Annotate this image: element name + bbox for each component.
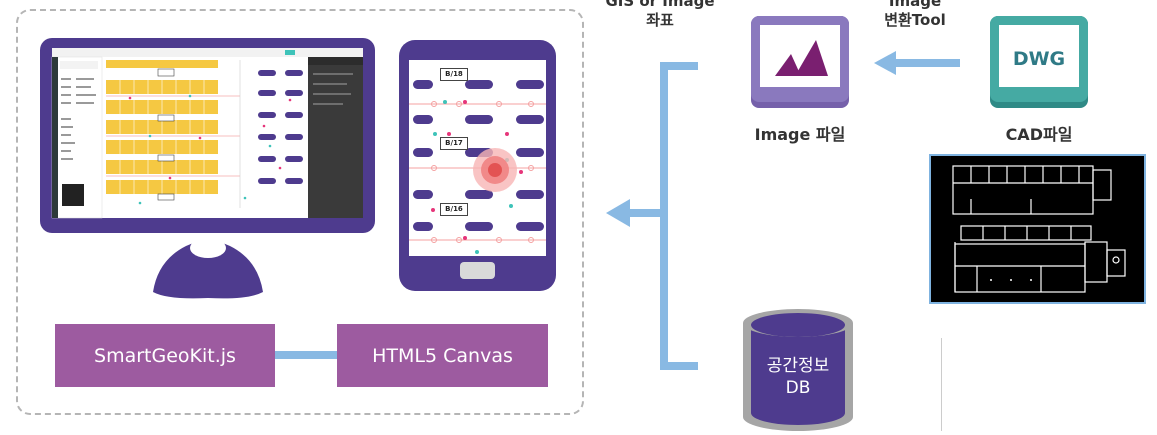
smartphone-icon: B/18 B/17 B/16 — [399, 40, 556, 291]
monitor-icon — [40, 38, 375, 233]
gis-coord-label: GIS or Image 좌표 — [605, 0, 715, 29]
room-label: B/17 — [440, 137, 468, 150]
room-label: B/16 — [440, 203, 468, 216]
db-label: 공간정보 DB — [766, 356, 830, 398]
image-file-label: Image 파일 — [754, 125, 846, 144]
smartgeokit-button[interactable]: SmartGeoKit.js — [55, 324, 275, 387]
client-container — [16, 9, 584, 415]
image-file-icon — [749, 14, 851, 110]
arrow-bracket — [600, 58, 760, 378]
room-label: B/18 — [440, 68, 468, 81]
dwg-text: DWG — [1013, 48, 1065, 70]
cad-drawing — [929, 154, 1146, 304]
cad-file-label: CAD파일 — [1005, 125, 1073, 144]
dwg-file-icon: DWG — [988, 14, 1090, 110]
divider-line — [941, 338, 942, 431]
connector-line — [275, 351, 337, 359]
convert-arrow — [872, 50, 962, 76]
database-icon: 공간정보 DB — [739, 305, 857, 431]
html5-canvas-button[interactable]: HTML5 Canvas — [337, 324, 548, 387]
user-avatar-icon — [148, 232, 268, 300]
convert-tool-label: Image 변환Tool — [884, 0, 946, 29]
